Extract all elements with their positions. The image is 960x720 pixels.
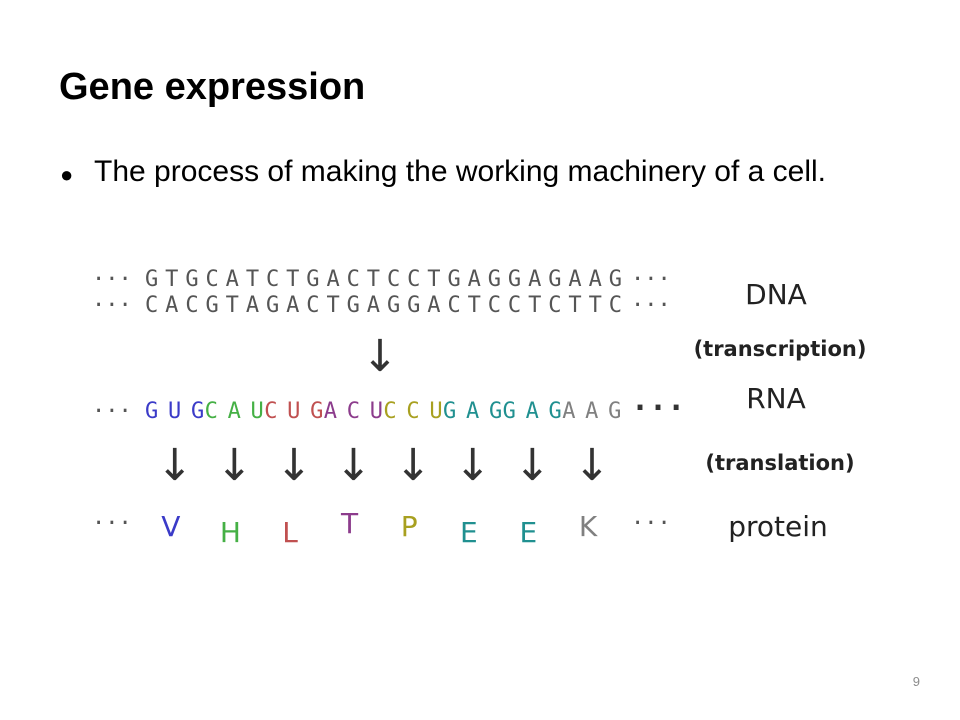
- amino-acid: P: [401, 510, 418, 543]
- translation-arrow-icon: ↓: [574, 440, 611, 491]
- rna-codon: GUG: [145, 399, 204, 424]
- rna-ellipsis-left: ···: [92, 399, 132, 424]
- amino-acid: H: [220, 516, 241, 549]
- translation-arrow-icon: ↓: [156, 440, 193, 491]
- dna-label: DNA: [745, 278, 807, 311]
- rna-codon: ACU: [324, 399, 383, 424]
- protein-ellipsis-right: ···: [631, 511, 671, 536]
- dna-top-ellipsis-right: ···: [631, 267, 671, 292]
- amino-acid: K: [579, 510, 598, 543]
- rna-codon: CAU: [205, 399, 264, 424]
- protein-ellipsis-left: ···: [92, 511, 132, 536]
- transcription-arrow-icon: ↓: [362, 331, 399, 382]
- protein-label: protein: [728, 510, 828, 543]
- gene-expression-diagram: ··· ··· ··· ··· GTGCATCTGACTCCTGAGGAGAAG…: [92, 267, 867, 549]
- amino-acid: T: [340, 507, 359, 540]
- amino-acid: E: [460, 516, 478, 549]
- translation-arrow-icon: ↓: [276, 440, 313, 491]
- transcription-label: (transcription): [694, 337, 867, 361]
- amino-acid: L: [282, 516, 298, 549]
- dna-bottom-ellipsis-right: ···: [631, 293, 671, 318]
- amino-acid: V: [161, 510, 180, 543]
- translation-label: (translation): [705, 451, 854, 475]
- bullet-text: The process of making the working machin…: [94, 155, 826, 188]
- rna-codon: CUG: [264, 399, 323, 424]
- translation-arrow-icon: ↓: [395, 440, 432, 491]
- rna-codon: AAG: [562, 399, 621, 424]
- rna-codon: GAG: [443, 399, 502, 424]
- translation-arrow-icon: ↓: [335, 440, 372, 491]
- translation-arrows: ↓ ↓ ↓ ↓ ↓ ↓ ↓ ↓: [156, 440, 610, 491]
- slide-number: 9: [912, 674, 920, 689]
- rna-codon: GAG: [503, 399, 562, 424]
- slide-title: Gene expression: [59, 66, 366, 108]
- rna-codon: CCU: [383, 399, 442, 424]
- translation-arrow-icon: ↓: [454, 440, 491, 491]
- dna-bottom-ellipsis-left: ···: [92, 293, 132, 318]
- translation-arrow-icon: ↓: [216, 440, 253, 491]
- translation-arrow-icon: ↓: [514, 440, 551, 491]
- bullet-dot-icon: ●: [60, 162, 74, 187]
- rna-label: RNA: [746, 382, 806, 415]
- amino-acid: E: [520, 516, 538, 549]
- dna-top-ellipsis-left: ···: [92, 267, 132, 292]
- dna-bottom-strand: CACGTAGACTGAGGACTCCTCTTC: [145, 293, 622, 318]
- dna-top-strand: GTGCATCTGACTCCTGAGGAGAAG: [145, 267, 622, 292]
- rna-ellipsis-right: ···: [631, 391, 685, 426]
